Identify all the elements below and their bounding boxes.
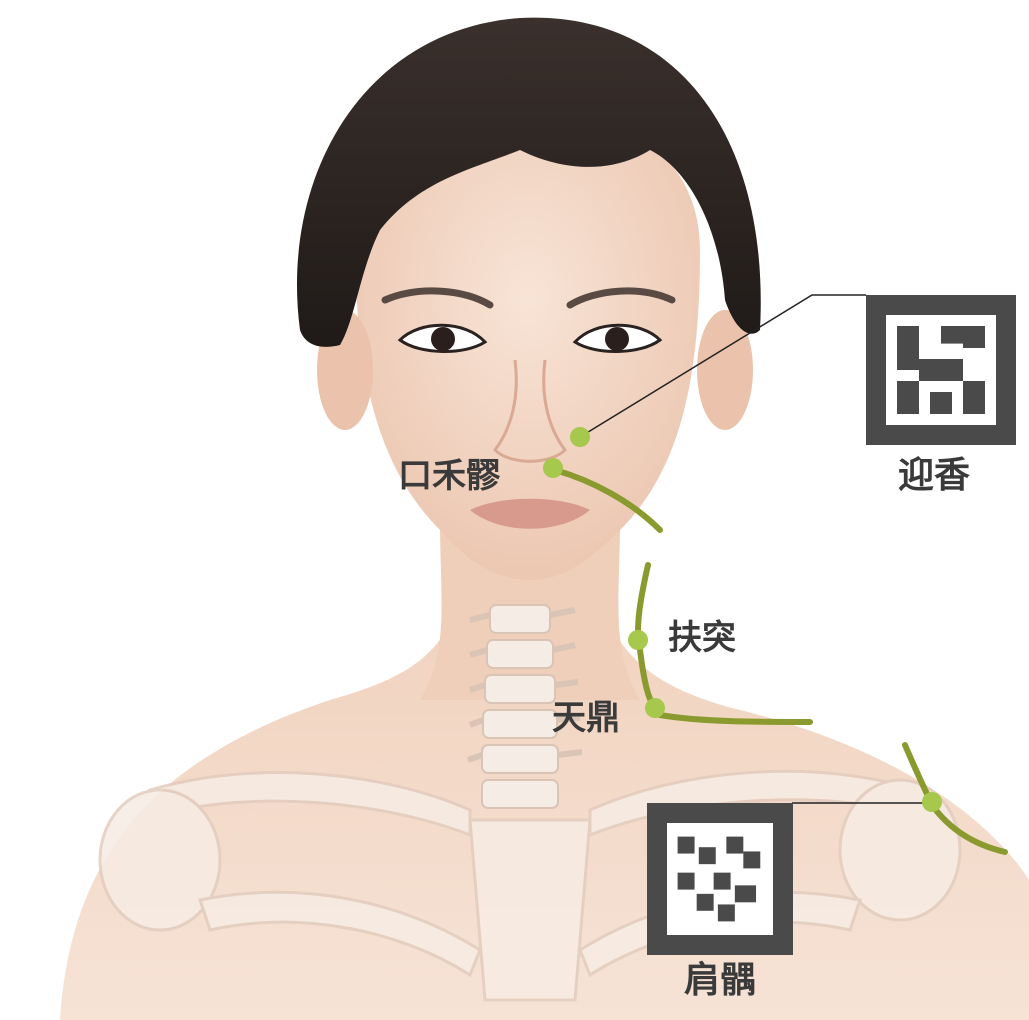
- fiducial-marker-yingxiang: [866, 295, 1016, 445]
- fiducial-marker-jianyu: [647, 803, 793, 955]
- label-tianding: 天鼎: [552, 701, 620, 735]
- point-yingxiang: [570, 427, 590, 447]
- label-kouheliao: 口禾髎: [398, 459, 500, 493]
- marker-pattern-1: [886, 315, 996, 425]
- point-kouheliao: [543, 458, 563, 478]
- label-yingxiang: 迎香: [898, 457, 970, 493]
- label-futu: 扶突: [668, 621, 736, 655]
- point-tianding: [645, 698, 665, 718]
- marker-pattern-2: [667, 823, 773, 935]
- point-jianyu: [922, 792, 942, 812]
- point-futu: [628, 630, 648, 650]
- label-jianyu: 肩髃: [684, 962, 756, 998]
